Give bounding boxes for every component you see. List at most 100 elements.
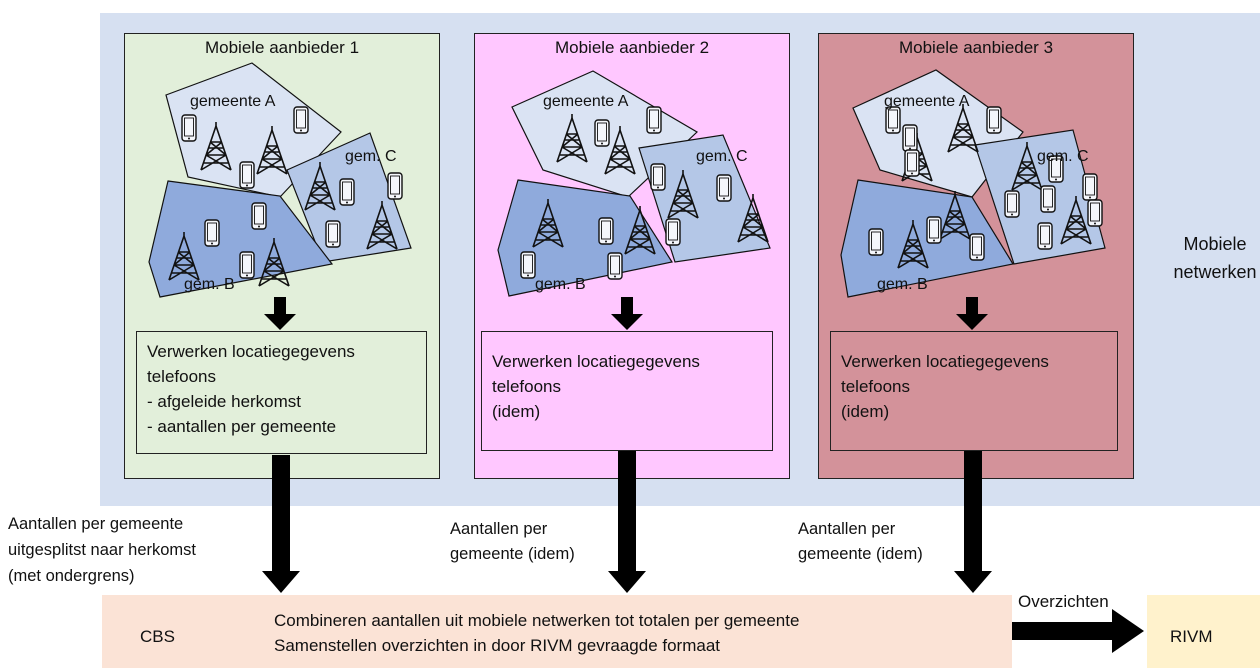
cbs-description-line: Combineren aantallen uit mobiele netwerk… <box>274 611 800 630</box>
flow-label-line: gemeente (idem) <box>450 545 575 563</box>
processing-line: (idem) <box>841 402 890 421</box>
cbs-description: Combineren aantallen uit mobiele netwerk… <box>274 608 799 658</box>
processing-line: Verwerken locatiegegevens <box>492 352 700 371</box>
flow-label-line: gemeente (idem) <box>798 545 923 563</box>
cell-tower-icon <box>366 201 398 250</box>
municipality-label-c: gem. C <box>696 148 748 165</box>
cell-tower-icon <box>624 206 656 255</box>
mobile-phone-icon <box>868 228 884 256</box>
mobile-phone-icon <box>594 119 610 147</box>
flow-label-2: Aantallen per gemeente (idem) <box>450 517 575 567</box>
cell-tower-icon <box>667 170 699 219</box>
municipality-map-2 <box>497 70 771 297</box>
flow-label-line: Aantallen per <box>450 520 548 538</box>
flow-label-line: Aantallen per <box>798 520 896 538</box>
processing-line: telefoons <box>147 367 216 386</box>
provider-to-cbs-arrow <box>262 455 300 593</box>
processing-box-1: Verwerken locatiegegevens telefoons - af… <box>136 331 427 454</box>
flow-label-1: Aantallen per gemeente uitgesplitst naar… <box>8 511 196 589</box>
flow-label-line: (met ondergrens) <box>8 567 135 585</box>
municipality-label-c: gem. C <box>1037 148 1089 165</box>
cbs-label: CBS <box>140 627 175 646</box>
provider-to-cbs-arrow <box>954 451 992 593</box>
mobile-phone-icon <box>1082 173 1098 201</box>
mobile-phone-icon <box>1037 222 1053 250</box>
mobile-phone-icon <box>926 216 942 244</box>
mobile-phone-icon <box>204 219 220 247</box>
municipality-label-b: gem. B <box>877 276 928 293</box>
municipality-map-3 <box>840 69 1106 298</box>
cell-tower-icon <box>200 122 232 171</box>
mobile-phone-icon <box>1048 155 1064 183</box>
cell-tower-icon <box>1060 196 1092 245</box>
municipality-label-a: gemeente A <box>190 93 276 110</box>
region-gemeente-c <box>974 129 1106 265</box>
processing-line: (idem) <box>492 402 541 421</box>
mobile-phone-icon <box>969 233 985 261</box>
cell-tower-icon <box>897 220 929 269</box>
provider-to-cbs-arrow <box>608 451 646 593</box>
map-to-processing-arrow <box>956 297 988 330</box>
processing-line: telefoons <box>492 377 561 396</box>
flow-label-line: uitgesplitst naar herkomst <box>8 541 197 559</box>
output-arrow-label: Overzichten <box>1018 592 1109 611</box>
mobile-phone-icon <box>646 106 662 134</box>
cell-tower-icon <box>304 162 336 211</box>
municipality-label-a: gemeente A <box>543 93 629 110</box>
cbs-description-line: Samenstellen overzichten in door RIVM ge… <box>274 636 721 655</box>
mobile-phone-icon <box>1040 185 1056 213</box>
cbs-band <box>102 595 1012 668</box>
mobile-phone-icon <box>716 174 732 202</box>
networks-label-line: netwerken <box>1173 262 1257 282</box>
cell-tower-icon <box>256 126 288 175</box>
municipality-map-1 <box>148 62 412 298</box>
mobile-phone-icon <box>325 220 341 248</box>
flow-label-3: Aantallen per gemeente (idem) <box>798 517 923 567</box>
map-to-processing-arrow <box>264 297 296 330</box>
processing-line: Verwerken locatiegegevens <box>147 342 355 361</box>
mobile-phone-icon <box>650 163 666 191</box>
processing-line: - afgeleide herkomst <box>147 392 302 411</box>
municipality-label-a: gemeente A <box>884 93 970 110</box>
mobile-phone-icon <box>387 172 403 200</box>
processing-line: Verwerken locatiegegevens <box>841 352 1049 371</box>
provider-title: Mobiele aanbieder 2 <box>554 38 710 57</box>
cell-tower-icon <box>1011 142 1043 191</box>
processing-line: telefoons <box>841 377 910 396</box>
mobile-phone-icon <box>598 217 614 245</box>
cell-tower-icon <box>532 199 564 248</box>
cbs-to-rivm-arrow <box>1009 609 1144 653</box>
mobile-phone-icon <box>902 124 918 152</box>
mobile-phone-icon <box>251 202 267 230</box>
processing-line: - aantallen per gemeente <box>147 417 337 436</box>
cell-tower-icon <box>556 114 588 163</box>
mobile-phone-icon <box>1087 199 1103 227</box>
mobile-phone-icon <box>986 106 1002 134</box>
mobile-phone-icon <box>293 106 309 134</box>
map-to-processing-arrow <box>611 297 643 330</box>
networks-label: Mobiele netwerken <box>1160 230 1260 286</box>
municipality-label-c: gem. C <box>345 148 397 165</box>
mobile-phone-icon <box>239 251 255 279</box>
flow-label-line: Aantallen per gemeente <box>8 515 184 533</box>
mobile-phone-icon <box>1004 190 1020 218</box>
cell-tower-icon <box>947 104 979 153</box>
region-gemeente-b <box>497 179 673 297</box>
mobile-phone-icon <box>239 161 255 189</box>
networks-label-line: Mobiele <box>1183 234 1247 254</box>
rivm-label: RIVM <box>1170 627 1213 646</box>
mobile-phone-icon <box>339 178 355 206</box>
processing-box-2: Verwerken locatiegegevens telefoons (ide… <box>481 331 773 451</box>
cell-tower-icon <box>604 126 636 175</box>
cell-tower-icon <box>737 194 769 243</box>
cell-tower-icon <box>168 232 200 281</box>
cell-tower-icon <box>939 191 971 240</box>
cell-tower-icon <box>258 238 290 287</box>
municipality-label-b: gem. B <box>535 276 586 293</box>
mobile-phone-icon <box>181 114 197 142</box>
mobile-phone-icon <box>665 218 681 246</box>
mobile-phone-icon <box>520 251 536 279</box>
provider-title: Mobiele aanbieder 3 <box>898 38 1054 57</box>
mobile-phone-icon <box>607 252 623 280</box>
